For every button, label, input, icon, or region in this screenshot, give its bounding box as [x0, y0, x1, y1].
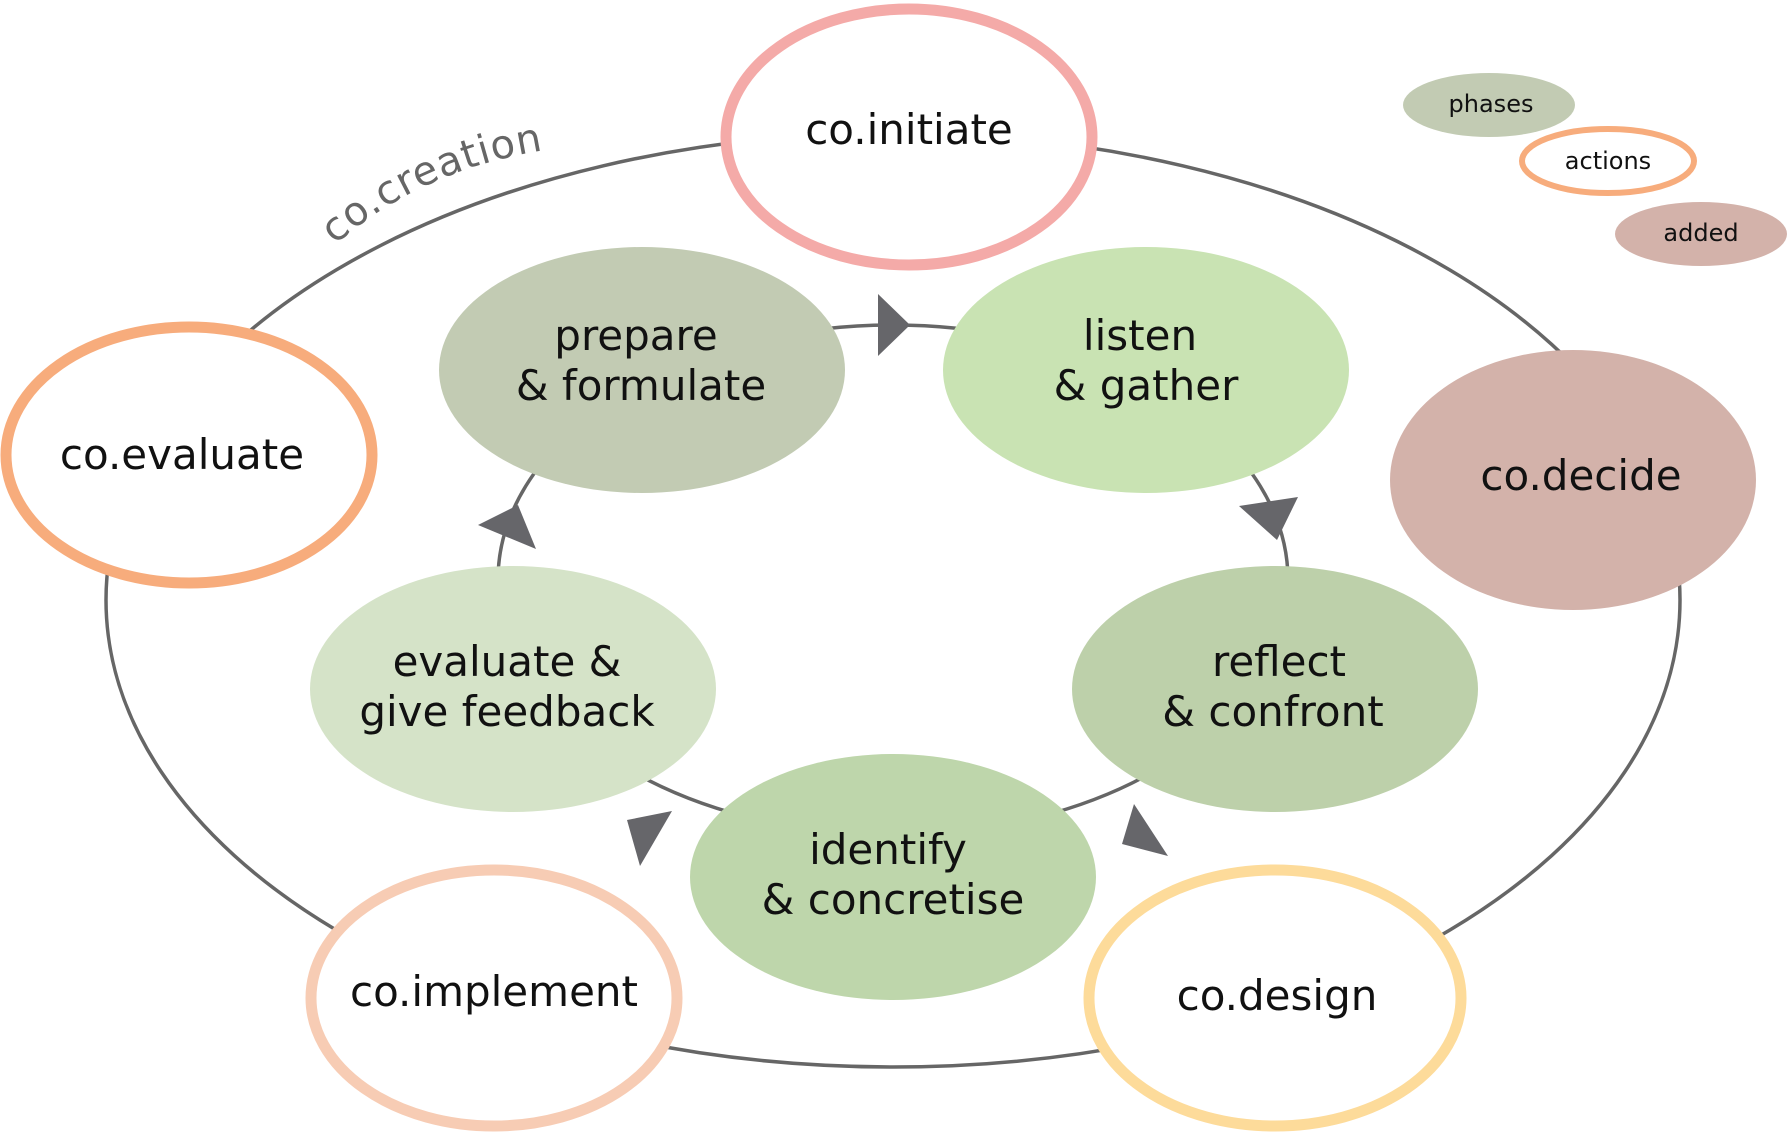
action-evaluate-label: co.evaluate: [60, 430, 304, 479]
action-decide-shape: [1390, 350, 1756, 610]
action-design-label: co.design: [1177, 971, 1378, 1020]
phase-prepare-line1: prepare: [554, 311, 717, 360]
action-evaluate-shape: [0, 321, 378, 589]
arrow-head-lower-right: [1122, 804, 1168, 856]
arrow-head-lower-left: [627, 811, 672, 866]
action-implement-shape: [305, 864, 683, 1132]
arrow-head-upper-right: [1239, 497, 1298, 540]
phase-evaluate-feedback: evaluate & give feedback: [310, 566, 716, 812]
legend-item-added: added: [1615, 202, 1787, 266]
phase-listen-gather: listen & gather: [943, 247, 1349, 493]
legend-item-actions: actions: [1519, 126, 1697, 196]
phase-feedback-line1: evaluate &: [393, 637, 622, 686]
action-initiate-label: co.initiate: [805, 105, 1013, 154]
legend-added-swatch: [1615, 202, 1787, 266]
phase-reflect-line1: reflect: [1212, 637, 1346, 686]
action-co-implement: co.implement: [305, 864, 683, 1132]
phase-prepare-line2: & formulate: [516, 361, 766, 410]
legend-item-phases: phases: [1403, 73, 1575, 137]
arrow-head-top: [878, 294, 910, 356]
action-co-initiate: co.initiate: [720, 3, 1098, 271]
arrow-head-left: [478, 505, 536, 549]
phase-identify-line2: & concretise: [762, 875, 1025, 924]
legend-actions-label: actions: [1565, 147, 1651, 175]
legend-actions-swatch: [1519, 126, 1697, 196]
action-initiate-shape: [720, 3, 1098, 271]
phase-listen-line1: listen: [1083, 311, 1197, 360]
legend: phases actions added: [1403, 73, 1787, 266]
action-co-evaluate: co.evaluate: [0, 321, 378, 589]
phase-listen-shape: [943, 247, 1349, 493]
phase-prepare-shape: [439, 247, 845, 493]
phase-feedback-line2: give feedback: [359, 687, 655, 736]
phase-identify-line1: identify: [809, 825, 967, 874]
action-implement-label: co.implement: [350, 967, 638, 1016]
legend-phases-swatch: [1403, 73, 1575, 137]
phase-listen-line2: & gather: [1054, 361, 1239, 410]
action-design-shape: [1083, 864, 1467, 1132]
action-co-design: co.design: [1083, 864, 1467, 1132]
outer-cycle-label: co.creation: [312, 115, 546, 253]
phase-identify-shape: [690, 754, 1096, 1000]
phase-reflect-confront: reflect & confront: [1072, 566, 1478, 812]
phase-reflect-line2: & confront: [1162, 687, 1383, 736]
action-co-decide: co.decide: [1390, 350, 1756, 610]
phase-prepare-formulate: prepare & formulate: [439, 247, 845, 493]
legend-added-label: added: [1663, 219, 1738, 247]
phase-feedback-shape: [310, 566, 716, 812]
phase-identify-concretise: identify & concretise: [690, 754, 1096, 1000]
phase-reflect-shape: [1072, 566, 1478, 812]
legend-phases-label: phases: [1449, 90, 1534, 118]
action-decide-label: co.decide: [1480, 451, 1681, 500]
